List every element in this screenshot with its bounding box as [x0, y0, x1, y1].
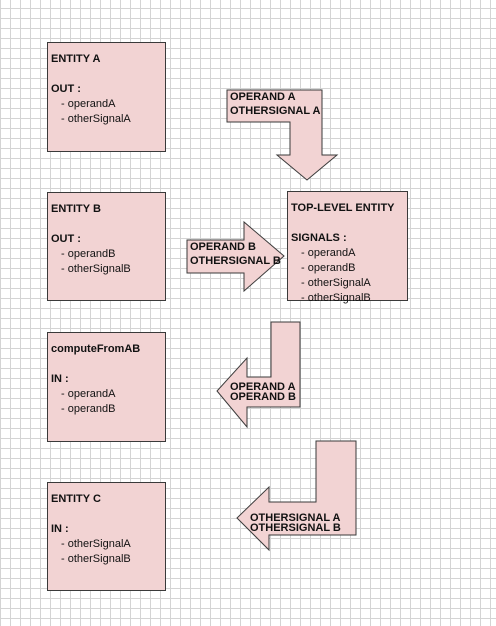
arrow-label-line: OTHERSIGNAL A: [250, 512, 341, 524]
compute-from-ab-box: computeFromAB IN : operandA operandB: [47, 332, 166, 442]
top-level-signal: operandA: [301, 246, 407, 261]
arrow-label-line: OTHERSIGNAL A: [230, 105, 321, 117]
arrow-b-to-top-level-label: OPERAND B OTHERSIGNAL B: [190, 242, 281, 267]
entity-a-signal: otherSignalA: [61, 112, 165, 127]
entity-c-signal: otherSignalB: [61, 552, 165, 567]
entity-c-box: ENTITY C IN : otherSignalA otherSignalB: [47, 482, 166, 591]
top-level-signal: otherSignalA: [301, 276, 407, 291]
top-level-signal: otherSignalB: [301, 291, 407, 306]
top-level-entity-title: TOP-LEVEL ENTITY: [291, 202, 395, 214]
compute-from-ab-signal: operandA: [61, 387, 165, 402]
arrow-top-level-to-compute-label: OPERAND A OPERAND B: [230, 381, 297, 403]
compute-from-ab-title: computeFromAB: [51, 343, 141, 355]
entity-a-section: OUT :: [51, 83, 81, 95]
top-level-signal: operandB: [301, 261, 407, 276]
top-level-entity-section: SIGNALS :: [291, 232, 347, 244]
arrow-top-level-to-compute: [216, 321, 301, 429]
entity-a-title: ENTITY A: [51, 53, 101, 65]
entity-a-box: ENTITY A OUT : operandA otherSignalA: [47, 42, 166, 152]
arrow-top-level-to-entity-c-label: OTHERSIGNAL A OTHERSIGNAL B: [250, 512, 341, 534]
arrow-b-to-top-level: [186, 220, 285, 293]
entity-a-signal-list: operandA otherSignalA: [51, 97, 165, 127]
entity-b-box: ENTITY B OUT : operandB otherSignalB: [47, 192, 166, 301]
arrow-label-line: OTHERSIGNAL B: [190, 255, 281, 267]
arrow-label-line: OPERAND B: [230, 391, 297, 403]
compute-from-ab-section: IN :: [51, 373, 69, 385]
entity-a-signal: operandA: [61, 97, 165, 112]
arrow-a-to-top-level-label: OPERAND A OTHERSIGNAL A: [230, 92, 320, 117]
entity-c-signal: otherSignalA: [61, 537, 165, 552]
arrow-a-to-top-level: [226, 89, 339, 181]
entity-c-signal-list: otherSignalA otherSignalB: [51, 537, 165, 567]
arrow-top-level-to-entity-c: [236, 440, 357, 552]
arrow-label-line: OTHERSIGNAL B: [250, 522, 341, 534]
entity-b-signal: operandB: [61, 247, 165, 262]
entity-c-section: IN :: [51, 523, 69, 535]
entity-b-title: ENTITY B: [51, 203, 101, 215]
arrow-label-line: OPERAND B: [190, 241, 257, 253]
entity-c-title: ENTITY C: [51, 493, 101, 505]
compute-from-ab-signal-list: operandA operandB: [51, 387, 165, 417]
entity-b-signal-list: operandB otherSignalB: [51, 247, 165, 277]
top-level-signal-list: operandA operandB otherSignalA otherSign…: [291, 246, 407, 306]
entity-b-section: OUT :: [51, 233, 81, 245]
arrow-label-line: OPERAND A: [230, 91, 296, 103]
top-level-entity-box: TOP-LEVEL ENTITY SIGNALS : operandA oper…: [287, 191, 408, 304]
arrow-label-line: OPERAND A: [230, 381, 296, 393]
entity-b-signal: otherSignalB: [61, 262, 165, 277]
compute-from-ab-signal: operandB: [61, 402, 165, 417]
